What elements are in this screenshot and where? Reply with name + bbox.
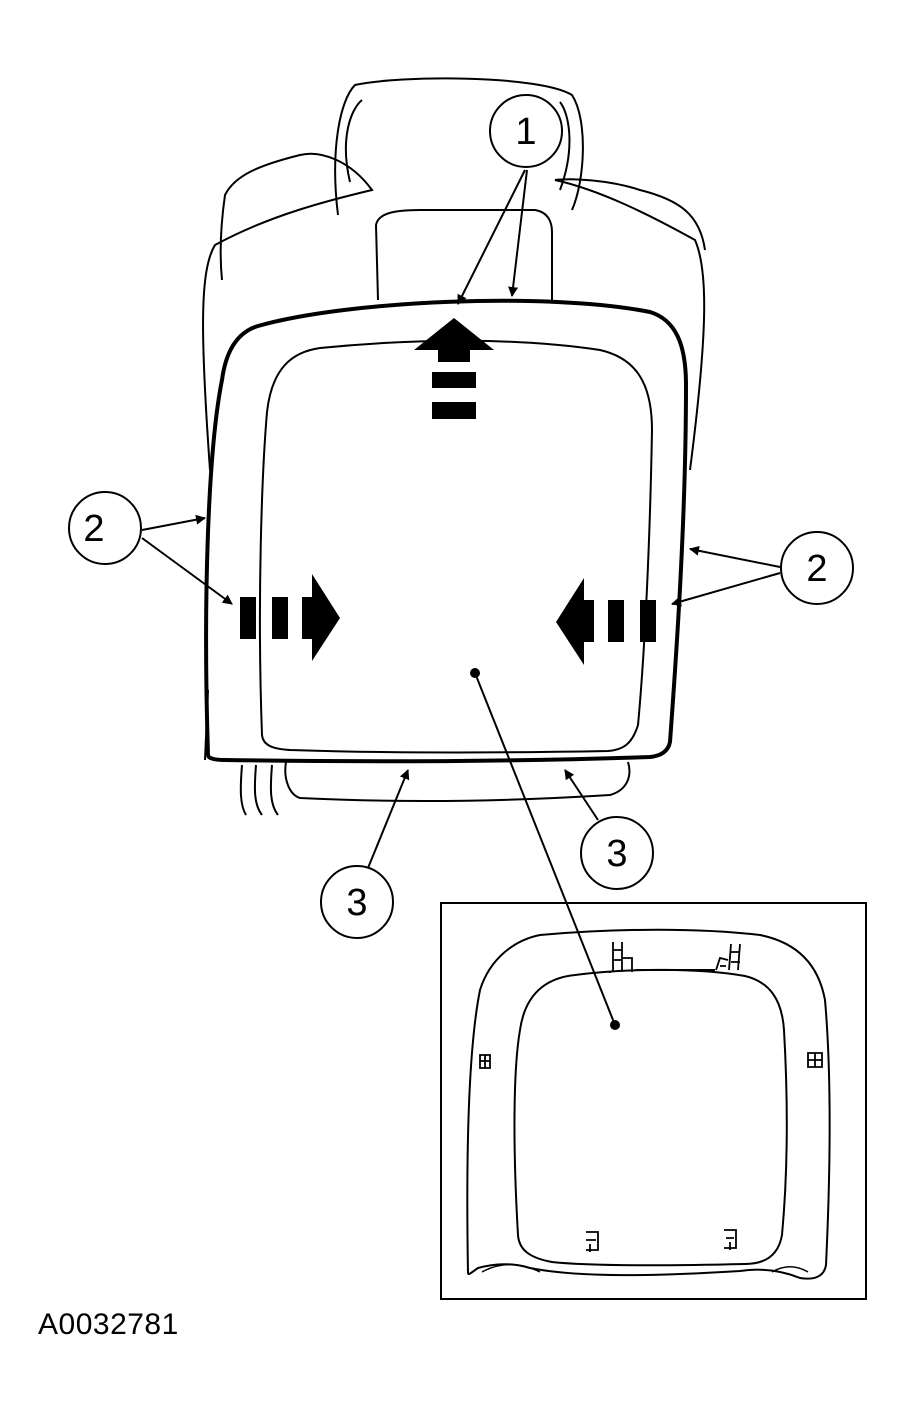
detail-inset — [440, 902, 867, 1300]
leader-3r — [564, 769, 599, 821]
leader-2r-a — [689, 545, 781, 568]
leader-2l-a — [141, 514, 206, 531]
seat-back-outline — [202, 77, 706, 816]
clip-left-icon — [479, 1054, 491, 1069]
callout-1-circle — [489, 94, 563, 168]
clip-bottom-right-icon — [724, 1229, 737, 1250]
clip-top-left-icon — [612, 942, 633, 972]
back-panel — [204, 298, 689, 764]
callout-labels: 1 2 2 3 3 — [83, 111, 827, 924]
callout-3-right-circle — [580, 816, 654, 890]
detail-frame — [440, 902, 867, 1300]
detail-pointer — [470, 668, 620, 1030]
callout-3-right-label: 3 — [606, 833, 627, 875]
leader-1b — [508, 169, 528, 297]
leader-2l-b — [141, 537, 233, 605]
callout-circles — [68, 94, 854, 939]
callout-2-right-label: 2 — [806, 548, 827, 590]
retainer-clips — [479, 942, 823, 1252]
callout-2-left-circle — [68, 491, 142, 565]
figure-id: A0032781 — [38, 1308, 179, 1341]
clip-bottom-left-icon — [586, 1231, 599, 1252]
push-arrows — [240, 318, 656, 665]
callout-2-right-circle — [780, 531, 854, 605]
callout-2-left-label: 2 — [83, 508, 104, 550]
left-arrow-icon — [556, 578, 656, 665]
right-arrow-icon — [240, 574, 340, 661]
clip-right-icon — [807, 1052, 823, 1068]
clip-top-right-icon — [715, 943, 741, 971]
leader-3l — [367, 769, 410, 869]
leader-2r-b — [671, 572, 781, 607]
callout-1-label: 1 — [515, 111, 536, 153]
leader-1a — [457, 169, 526, 305]
up-arrow-icon — [414, 318, 494, 419]
leader-lines — [141, 169, 781, 869]
callout-3-left-circle — [320, 865, 394, 939]
callout-3-left-label: 3 — [346, 882, 367, 924]
